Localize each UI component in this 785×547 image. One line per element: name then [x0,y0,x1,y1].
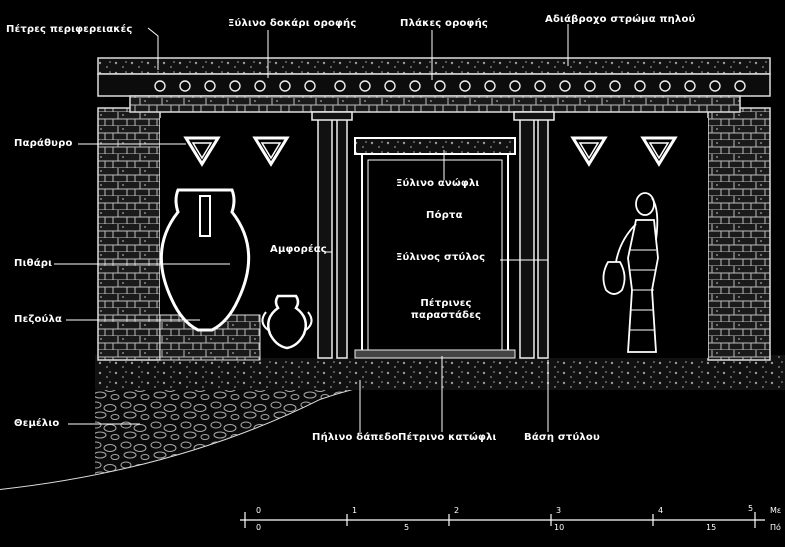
wooden-columns [311,111,555,359]
scale-m-2: 2 [454,506,460,515]
pithos-handle [199,195,211,237]
scale-m-unit: Με [770,506,782,515]
amphora-handle-left [261,311,269,331]
label-clay-floor: Πήλινο δάπεδο [312,432,399,443]
woman-figure [615,192,659,353]
scale-m-1: 1 [352,506,358,515]
label-stone-threshold: Πέτρινο κατώφλι [398,432,497,443]
stone-threshold [354,349,516,359]
scale-ft-15: 15 [706,523,717,532]
clay-floor-band [95,355,785,390]
scale-m-0: 0 [256,506,262,515]
label-roof-slabs: Πλάκες οροφής [400,18,489,29]
below-ground-fill [0,370,785,547]
label-stone-pilasters: Πέτρινες παραστάδες [410,298,482,321]
scale-ft-5: 5 [404,523,410,532]
scale-bar [240,512,765,528]
label-peripheral-stones: Πέτρες περιφερειακές [6,24,133,35]
label-pithos: Πιθάρι [14,258,53,269]
scale-ft-unit: Πό [770,523,781,532]
label-amphora: Αμφορέας [270,244,327,255]
label-wood-beam: Ξύλινο δοκάρι οροφής [228,18,357,29]
label-foundation: Θεμέλιο [14,418,60,429]
label-window: Παράθυρο [14,138,73,149]
roof-clay-layer [97,57,771,75]
scale-ft-10: 10 [554,523,565,532]
right-stone-wall [707,107,771,361]
roof-wooden-beam [129,95,741,113]
pithos-jar [159,188,251,332]
leader-lines [54,24,569,432]
label-door: Πόρτα [426,210,463,221]
roof-beam-ends [154,80,746,92]
scale-m-3: 3 [556,506,562,515]
amphora-handle-right [305,311,313,331]
label-wood-lintel: Ξύλινο ανώφλι [396,178,480,189]
windows [183,136,678,167]
label-column-base: Βάση στύλου [524,432,600,443]
woman-jug [602,261,626,295]
label-bench: Πεζούλα [14,314,63,325]
scale-ft-0: 0 [256,523,262,532]
scale-m-4: 4 [658,506,664,515]
amphora-jar [267,294,307,350]
label-wood-column: Ξύλινος στύλος [396,252,486,263]
scale-m-5: 5 [748,504,754,513]
label-waterproof-layer: Αδιάβροχο στρώμα πηλού [545,14,696,25]
left-stone-wall [97,107,161,361]
